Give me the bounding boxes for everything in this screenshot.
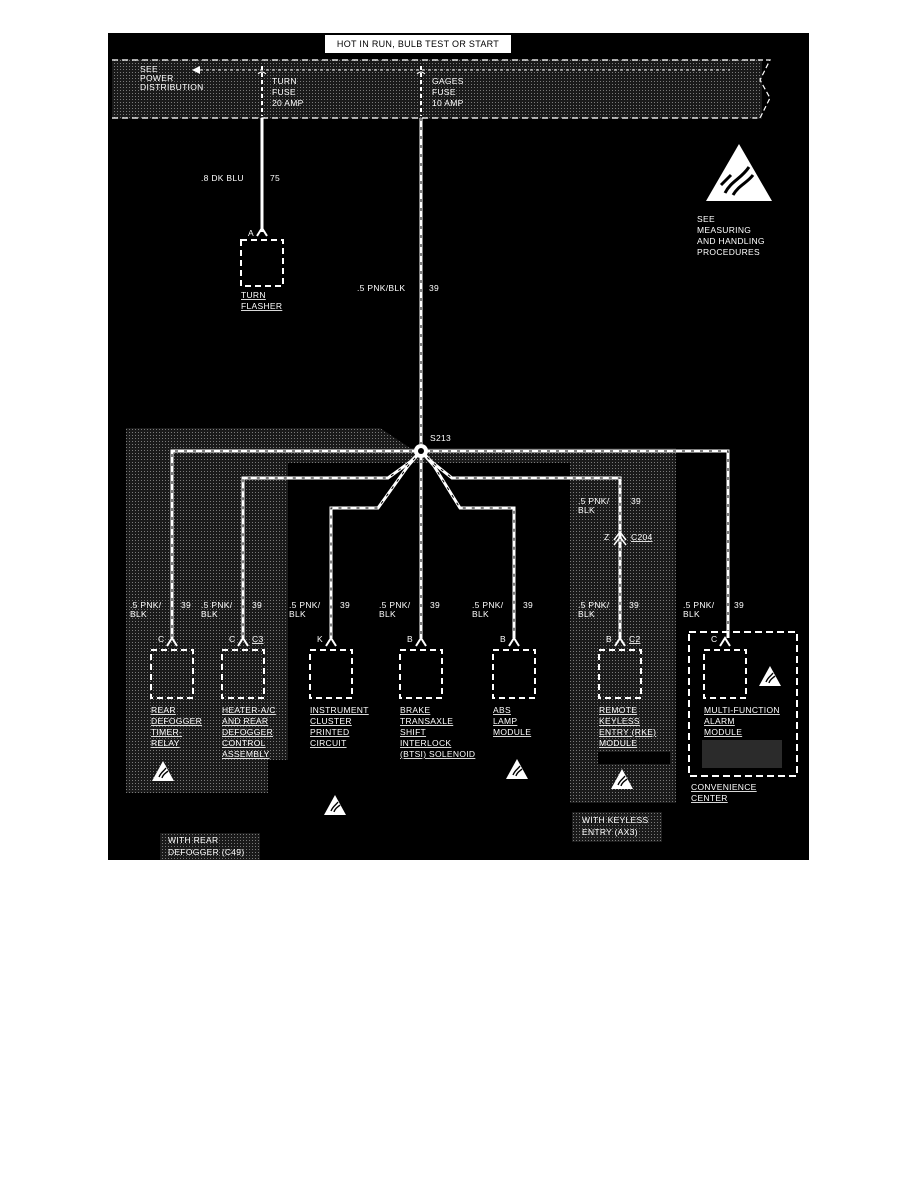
- header-banner: HOT IN RUN, BULB TEST OR START: [337, 39, 499, 49]
- turn-flasher-box: [240, 239, 284, 287]
- turn-fuse: [257, 66, 267, 116]
- pin-a-terminal: [256, 226, 268, 237]
- component-box: [703, 649, 747, 699]
- component-box: [399, 649, 443, 699]
- pin-label: C: [158, 634, 164, 644]
- branch-wire-circuit: 39: [340, 600, 350, 610]
- c204-label: C204: [631, 532, 653, 542]
- branch-wire-label: .5 PNK/BLK: [289, 600, 321, 619]
- branch-wire-label: .5 PNK/BLK: [201, 600, 233, 619]
- main-wire-circuit: 39: [429, 283, 439, 293]
- component-box: [221, 649, 265, 699]
- wire-75-circuit: 75: [270, 173, 280, 183]
- c204-pin: Z: [604, 532, 610, 542]
- branch-wire-circuit: 39: [523, 600, 533, 610]
- branch-wire-label: .5 PNK/BLK: [578, 600, 610, 619]
- gages-fuse: [416, 66, 426, 116]
- wire-75-size-color: .8 DK BLU: [201, 173, 244, 183]
- pin-label: B: [500, 634, 506, 644]
- branch-wire-label: .5 PNK/BLK: [379, 600, 411, 619]
- terminal: [237, 636, 249, 647]
- pin-label: C: [711, 634, 717, 644]
- component-box: [492, 649, 536, 699]
- component-box: [598, 649, 642, 699]
- terminal: [325, 636, 337, 647]
- c204-connector: [613, 530, 627, 546]
- branch-wire-circuit: 39: [430, 600, 440, 610]
- turn-flasher-pin: A: [248, 228, 254, 238]
- convenience-center-blank: [702, 740, 782, 768]
- main-wire-size-color: .5 PNK/BLK: [357, 283, 405, 293]
- keyless-entry-option-area: [570, 463, 676, 803]
- power-distribution-bus: [112, 59, 762, 119]
- splice-label: S213: [430, 433, 451, 443]
- rear-defogger-option-area: [126, 428, 676, 793]
- terminal: [166, 636, 178, 647]
- connector-label: C3: [252, 634, 263, 644]
- branch-wire-2: [329, 450, 423, 638]
- branch-wire-circuit: 39: [181, 600, 191, 610]
- component-box: [309, 649, 353, 699]
- pin-label: C: [229, 634, 235, 644]
- terminal: [719, 636, 731, 647]
- terminal: [614, 636, 626, 647]
- rke-upper-wire-label: .5 PNK/BLK: [578, 496, 610, 515]
- branch-wire-label: .5 PNK/BLK: [130, 600, 162, 619]
- pin-label: K: [317, 634, 323, 644]
- branch-wire-label: .5 PNK/BLK: [683, 600, 715, 619]
- branch-wire-circuit: 39: [629, 600, 639, 610]
- branch-wire-circuit: 39: [734, 600, 744, 610]
- rear-defogger-note-box: [160, 833, 260, 860]
- keyless-entry-note-box: [572, 812, 662, 842]
- rke-upper-wire-circuit: 39: [631, 496, 641, 506]
- convenience-center-box: [688, 631, 798, 777]
- pin-label: B: [407, 634, 413, 644]
- component-box: [150, 649, 194, 699]
- header-banner-box: [325, 35, 511, 53]
- terminal: [415, 636, 427, 647]
- branch-wire-circuit: 39: [252, 600, 262, 610]
- branch-wire-label: .5 PNK/BLK: [472, 600, 504, 619]
- pin-label: B: [606, 634, 612, 644]
- connector-label: C2: [629, 634, 640, 644]
- terminal: [508, 636, 520, 647]
